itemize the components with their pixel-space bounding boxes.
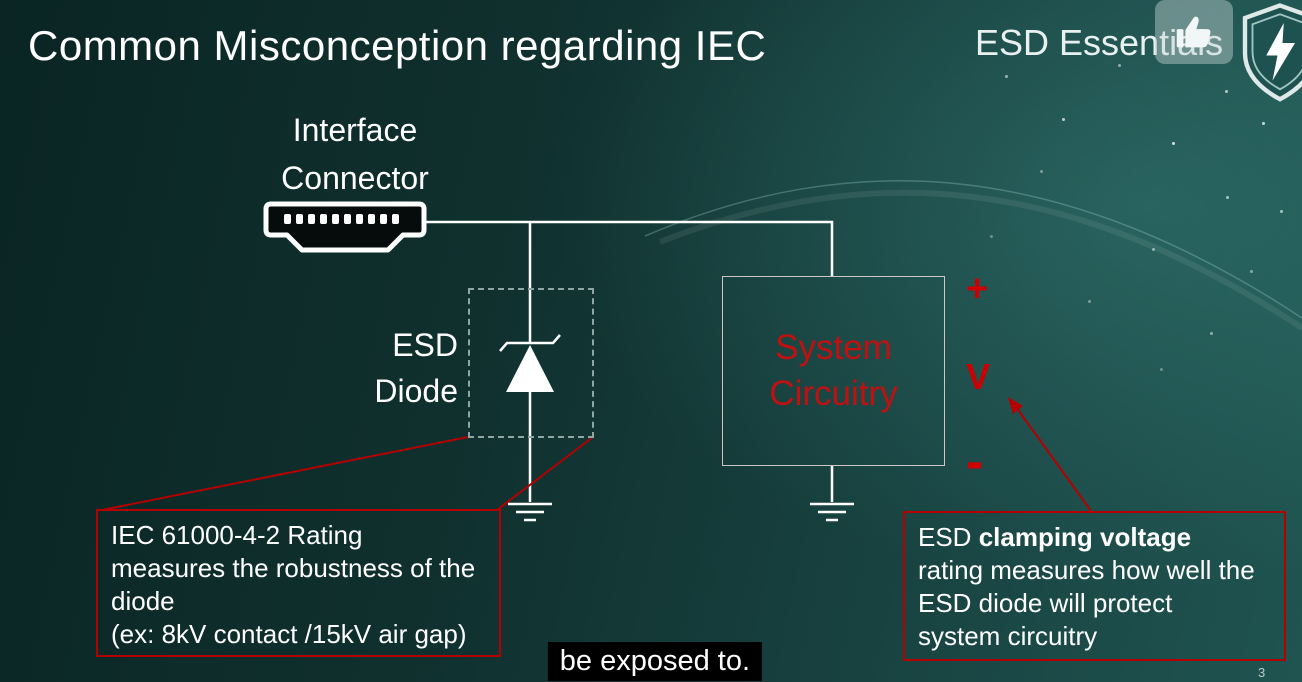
esd-diode-label-line2: Diode (374, 373, 458, 409)
subtitle-caption: be exposed to. (547, 642, 763, 681)
terminal-plus-label: + (966, 268, 989, 310)
clamp-callout-prefix: ESD (918, 522, 979, 552)
thumbs-up-icon (1155, 0, 1233, 64)
clamp-callout-line1: ESD clamping voltage (918, 521, 1271, 554)
clamp-callout-line3: ESD diode will protect (918, 588, 1173, 618)
iec-rating-callout: IEC 61000-4-2 Rating measures the robust… (96, 509, 501, 657)
iec-callout-line1: IEC 61000-4-2 Rating (111, 520, 363, 550)
iec-callout-line2: measures the robustness of the (111, 553, 476, 583)
terminal-v-label: V (966, 356, 991, 397)
star-field (0, 0, 3, 3)
esd-diode-dashed-outline (468, 288, 594, 438)
iec-callout-line4: (ex: 8kV contact /15kV air gap) (111, 619, 467, 649)
clamp-callout-bold: clamping voltage (978, 522, 1192, 552)
iec-callout-line3: diode (111, 586, 175, 616)
connector-label-line1: Interface (292, 112, 418, 148)
system-circuitry-box: System Circuitry (722, 276, 945, 466)
terminal-minus-label: - (966, 433, 984, 491)
callout-arrowhead (1008, 397, 1023, 414)
page-number: 3 (1258, 665, 1266, 680)
ground-symbol-system (810, 502, 854, 522)
hdmi-connector-icon (262, 200, 428, 256)
ground-symbol-diode (508, 502, 552, 522)
system-box-line1: System (775, 328, 892, 367)
clamping-voltage-callout: ESD clamping voltage rating measures how… (903, 511, 1286, 661)
slide-title: Common Misconception regarding IEC (28, 22, 767, 69)
clamp-callout-line4: system circuitry (918, 621, 1098, 651)
interface-connector-label: Interface Connector (240, 106, 470, 202)
system-box-line2: Circuitry (769, 374, 898, 413)
esd-diode-label: ESD Diode (318, 322, 458, 414)
connector-label-line2: Connector (281, 160, 429, 196)
clamp-callout-line2: rating measures how well the (918, 555, 1255, 585)
esd-diode-label-line1: ESD (392, 327, 458, 363)
esd-shield-logo-icon (1240, 2, 1302, 104)
